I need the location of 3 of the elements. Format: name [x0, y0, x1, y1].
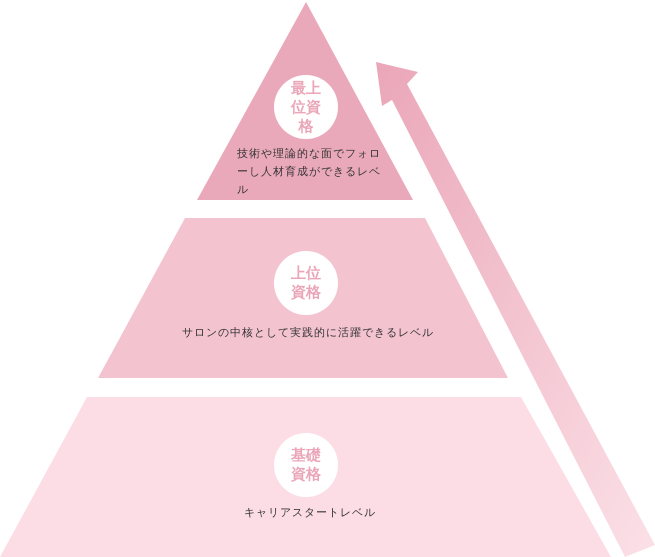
tier-description: キャリアスタートレベル	[243, 505, 377, 521]
tier-description: 技術や理論的な面でフォローし人材育成ができるレベル	[237, 146, 382, 198]
tier-description: サロンの中核として実践的に活躍できるレベル	[181, 325, 435, 341]
